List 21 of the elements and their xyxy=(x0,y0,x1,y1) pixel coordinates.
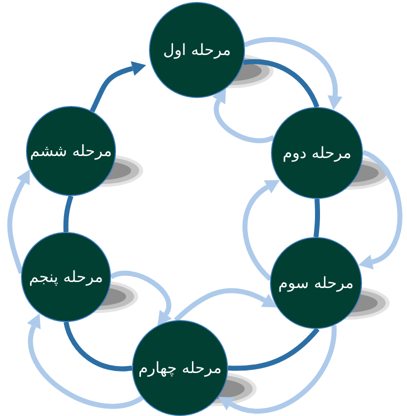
stage-label: مرحله پنجم xyxy=(28,268,104,286)
arrow xyxy=(90,61,146,112)
arrow xyxy=(26,312,144,409)
connector-line xyxy=(63,195,74,232)
arrow xyxy=(7,169,30,274)
stage-label: مرحله اول xyxy=(163,40,231,60)
arrow xyxy=(242,178,280,281)
connector-line xyxy=(243,59,320,108)
arrow xyxy=(218,325,336,414)
stage-label: مرحله چهارم xyxy=(138,358,222,378)
arrow xyxy=(212,87,275,144)
connector-line xyxy=(64,321,132,372)
stage-label: مرحله ششم xyxy=(30,142,112,160)
arrow xyxy=(359,150,402,269)
arrow xyxy=(174,288,278,322)
stage-label: مرحله سوم xyxy=(278,274,354,292)
arrow xyxy=(244,37,342,110)
connector-line xyxy=(314,198,320,238)
connector-line xyxy=(228,327,320,371)
arrow xyxy=(110,270,173,327)
stage-label: مرحله دوم xyxy=(282,144,352,162)
